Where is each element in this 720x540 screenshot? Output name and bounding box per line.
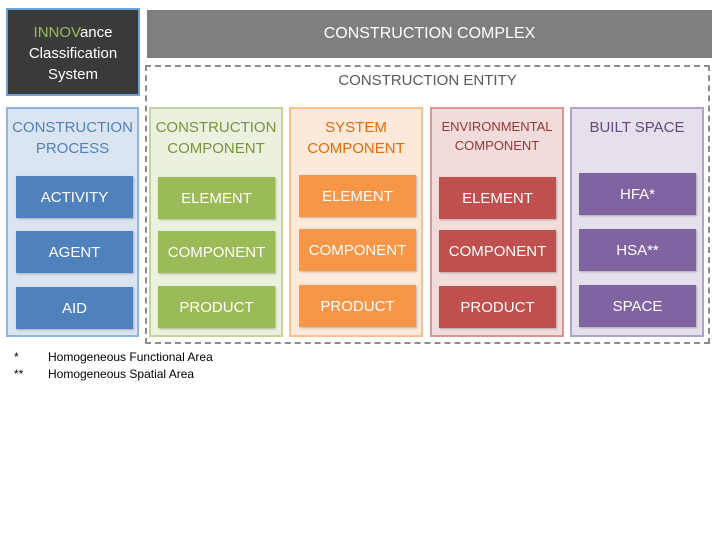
footnote-mark: * [14, 350, 19, 364]
column-title: CONSTRUCTION COMPONENT [151, 117, 281, 159]
column-environmental-component: ENVIRONMENTAL COMPONENT ELEMENT COMPONEN… [430, 107, 564, 337]
box-component: COMPONENT [158, 231, 275, 273]
logo-highlight-text: INNOV [33, 24, 80, 41]
box-component: COMPONENT [299, 229, 416, 271]
box-label: COMPONENT [167, 243, 266, 261]
column-system-component: SYSTEM COMPONENT ELEMENT COMPONENT PRODU… [289, 107, 423, 337]
box-element: ELEMENT [158, 177, 275, 219]
box-label: ELEMENT [181, 189, 252, 207]
box-hfa: HFA* [579, 173, 696, 215]
box-element: ELEMENT [299, 175, 416, 217]
column-built-space: BUILT SPACE HFA* HSA** SPACE [570, 107, 704, 337]
construction-complex-label: CONSTRUCTION COMPLEX [323, 25, 536, 42]
box-label: PRODUCT [460, 298, 535, 316]
innovance-logo-box: INNOVance Classification System [6, 8, 140, 96]
footnote-text: Homogeneous Functional Area [48, 350, 213, 364]
column-title-line-1: CONSTRUCTION [155, 119, 277, 136]
box-label: PRODUCT [320, 297, 395, 315]
box-label: AGENT [48, 243, 101, 261]
box-component: COMPONENT [439, 230, 556, 272]
box-label: ACTIVITY [40, 188, 109, 206]
box-element: ELEMENT [439, 177, 556, 219]
construction-entity-label: CONSTRUCTION ENTITY [338, 72, 517, 89]
column-title-line-2: COMPONENT [454, 138, 540, 153]
box-label: HSA** [616, 241, 659, 259]
column-title: ENVIRONMENTAL COMPONENT [432, 117, 562, 155]
logo-line-3: System [47, 66, 98, 83]
footnote-mark: ** [14, 367, 24, 381]
column-title: CONSTRUCTION PROCESS [8, 117, 137, 159]
box-label: COMPONENT [448, 242, 547, 260]
box-agent: AGENT [16, 231, 133, 273]
box-label: ELEMENT [322, 187, 393, 205]
footnote-1: * Homogeneous Functional Area [14, 350, 213, 364]
logo-line-1: INNOVance [8, 22, 138, 43]
construction-entity-frame [145, 65, 710, 344]
footnote-2: ** Homogeneous Spatial Area [14, 367, 194, 381]
column-title-line-2: PROCESS [35, 140, 110, 157]
column-title: BUILT SPACE [572, 117, 702, 138]
box-label: COMPONENT [308, 241, 407, 259]
box-label: SPACE [612, 297, 663, 315]
column-title-line-1: ENVIRONMENTAL [441, 119, 553, 134]
column-construction-component: CONSTRUCTION COMPONENT ELEMENT COMPONENT… [149, 107, 283, 337]
column-title-line-1: CONSTRUCTION [12, 119, 133, 136]
column-title-line-2: COMPONENT [167, 140, 265, 157]
box-hsa: HSA** [579, 229, 696, 271]
footnote-text: Homogeneous Spatial Area [48, 367, 195, 381]
box-label: HFA* [619, 185, 655, 203]
box-label: AID [61, 299, 87, 317]
construction-complex-bar: CONSTRUCTION COMPLEX [147, 10, 712, 58]
logo-line-2: Classification [28, 45, 118, 62]
column-title-line-1: BUILT SPACE [589, 119, 685, 136]
box-space: SPACE [579, 285, 696, 327]
box-product: PRODUCT [158, 286, 275, 328]
column-title: SYSTEM COMPONENT [291, 117, 421, 159]
box-label: PRODUCT [179, 298, 254, 316]
column-title-line-1: SYSTEM [325, 119, 387, 136]
box-product: PRODUCT [299, 285, 416, 327]
box-product: PRODUCT [439, 286, 556, 328]
column-construction-process: CONSTRUCTION PROCESS ACTIVITY AGENT AID [6, 107, 139, 337]
box-label: ELEMENT [462, 189, 533, 207]
box-aid: AID [16, 287, 133, 329]
box-activity: ACTIVITY [16, 176, 133, 218]
column-title-line-2: COMPONENT [307, 140, 405, 157]
logo-rest-text: ance [79, 24, 113, 41]
